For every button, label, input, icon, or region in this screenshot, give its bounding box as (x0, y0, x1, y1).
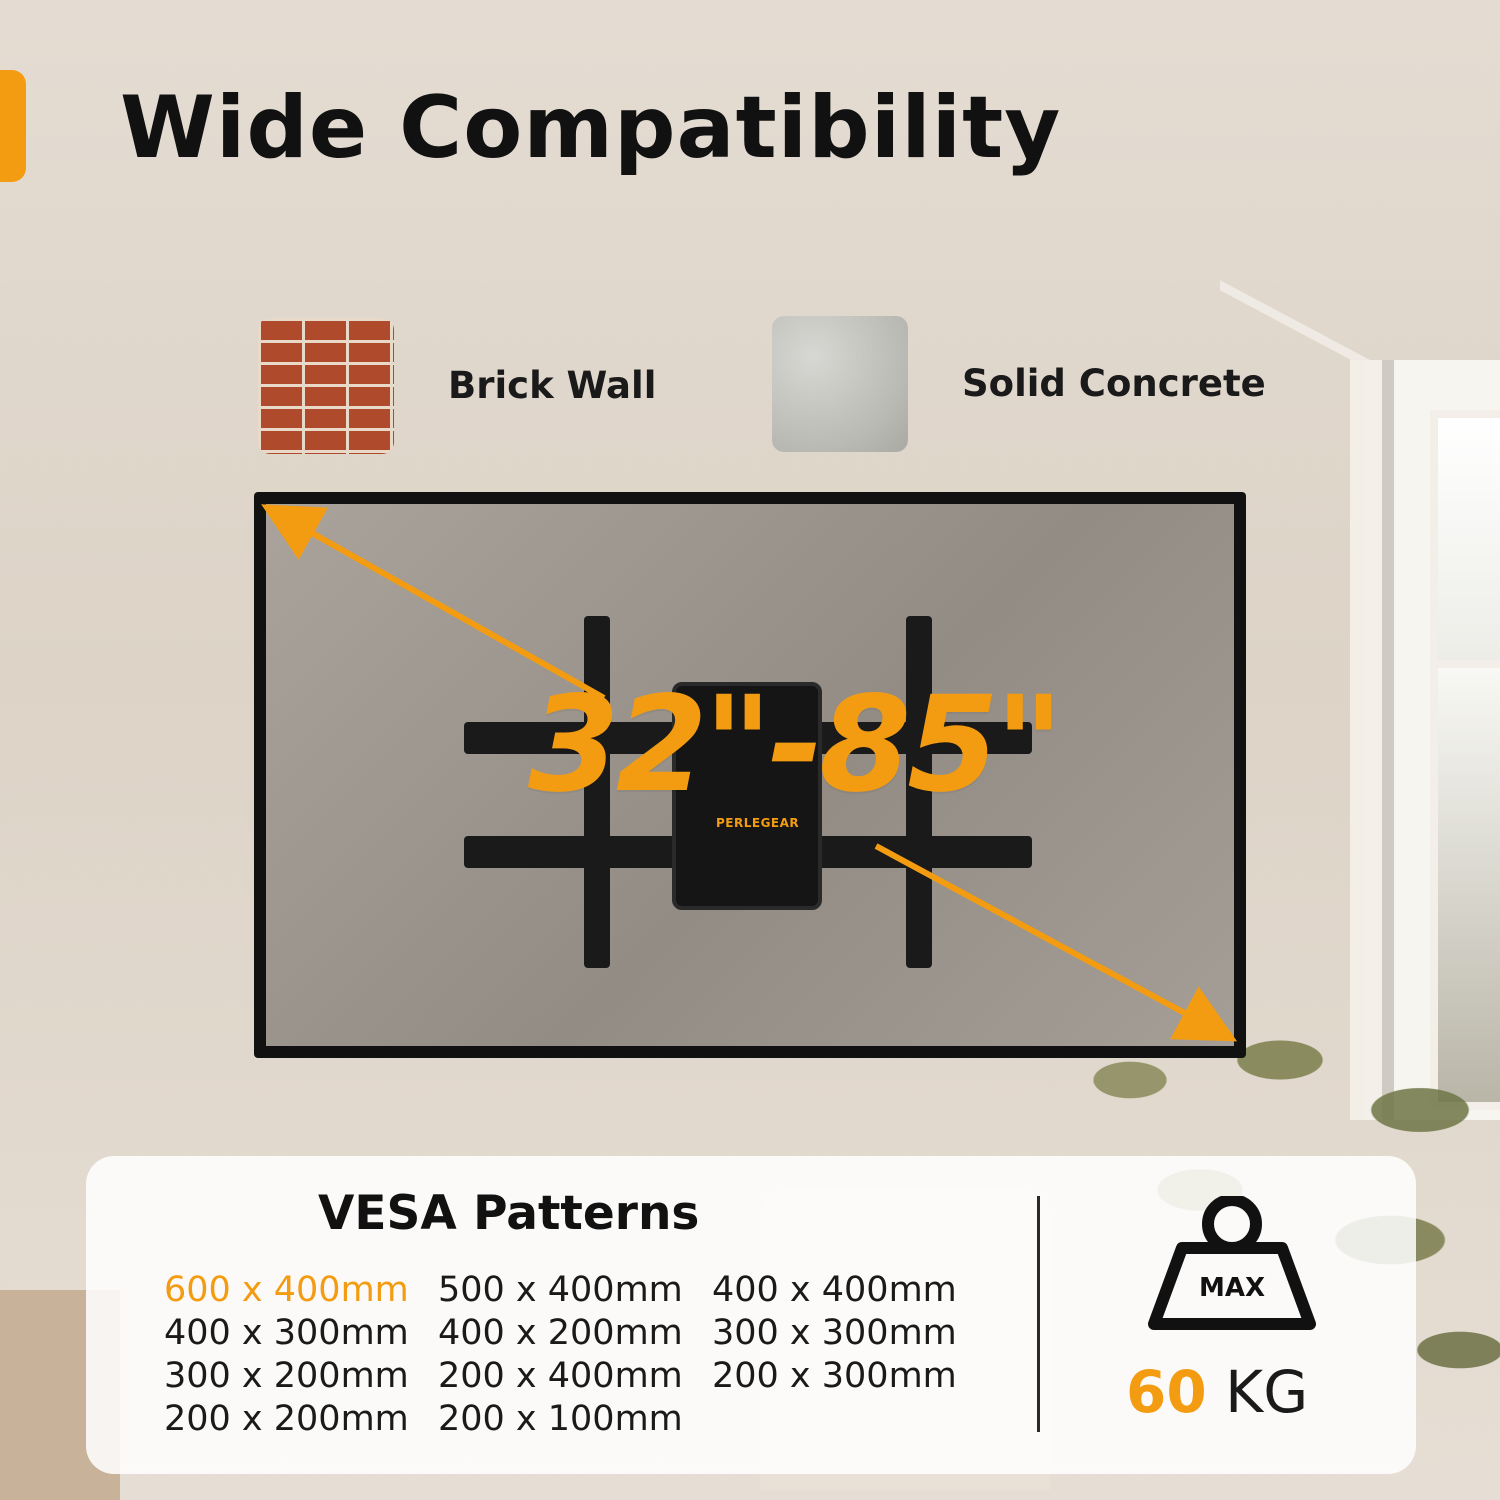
weight-icon: MAX (1148, 1196, 1316, 1330)
vesa-pattern: 300 x 200mm (164, 1356, 409, 1396)
vesa-pattern-list: 600 x 400mm 500 x 400mm 400 x 400mm 400 … (164, 1270, 974, 1440)
max-label: MAX (1199, 1273, 1265, 1303)
mount-bracket-right (906, 616, 932, 968)
vesa-pattern: 200 x 300mm (712, 1356, 957, 1396)
solid-concrete-label: Solid Concrete (962, 362, 1266, 405)
vesa-pattern: 400 x 300mm (164, 1313, 409, 1353)
accent-tab-marker (0, 70, 26, 182)
mount-center-plate (672, 682, 822, 910)
page-title: Wide Compatibility (120, 78, 1062, 178)
max-load-text: 60 KG (1126, 1358, 1308, 1426)
spec-panel (86, 1156, 1416, 1474)
max-load-value: 60 (1126, 1358, 1207, 1426)
max-load-unit: KG (1225, 1358, 1309, 1426)
panel-divider (1037, 1196, 1040, 1432)
brick-wall-label: Brick Wall (448, 364, 657, 407)
brand-logo: PERLEGEAR (716, 816, 800, 830)
mount-bracket-left (584, 616, 610, 968)
arrow-upper-left (261, 504, 606, 701)
vesa-pattern: 400 x 200mm (438, 1313, 683, 1353)
concrete-texture-icon (772, 316, 908, 452)
vesa-pattern: 200 x 400mm (438, 1356, 683, 1396)
vesa-pattern: 400 x 400mm (712, 1270, 957, 1310)
tv-size-range: 32"-85" (528, 668, 1064, 822)
vesa-pattern: 200 x 200mm (164, 1399, 409, 1439)
brick-texture-icon (258, 318, 394, 454)
vesa-pattern: 300 x 300mm (712, 1313, 957, 1353)
vesa-pattern: 600 x 400mm (164, 1270, 409, 1310)
vesa-title: VESA Patterns (318, 1186, 700, 1241)
arrow-lower-right (874, 843, 1238, 1042)
vesa-pattern: 500 x 400mm (438, 1270, 683, 1310)
vesa-pattern: 200 x 100mm (438, 1399, 683, 1439)
